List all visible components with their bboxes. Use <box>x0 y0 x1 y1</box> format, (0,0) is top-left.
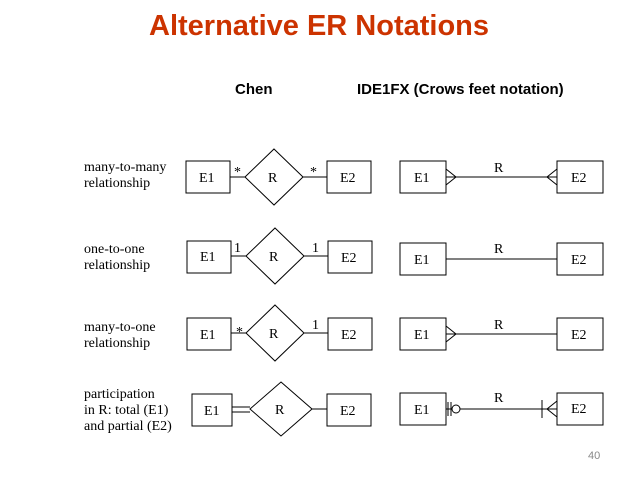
entity-e2-label: E2 <box>571 328 587 343</box>
cardinality-left: * <box>236 325 243 340</box>
slide-title: Alternative ER Notations <box>149 10 489 42</box>
relationship-label: R <box>275 403 285 418</box>
chen-one-to-one: E1 R E2 1 1 <box>186 227 373 285</box>
entity-e2-label: E2 <box>341 328 357 343</box>
entity-box-e2 <box>327 240 373 274</box>
idef-many-to-many: E1 E2 R <box>399 160 604 194</box>
idef-one-to-one: E1 E2 R <box>399 242 604 276</box>
entity-box-e1 <box>186 240 232 274</box>
entity-e2-label: E2 <box>340 404 356 419</box>
entity-e1-label: E1 <box>414 403 430 418</box>
entity-e1-label: E1 <box>204 404 220 419</box>
entity-e2-label: E2 <box>571 253 587 268</box>
relationship-label: R <box>269 250 279 265</box>
entity-e2-label: E2 <box>340 171 356 186</box>
chen-header: Chen <box>235 81 273 98</box>
idef-participation: E1 E2 R <box>399 391 604 426</box>
entity-e2-label: E2 <box>571 171 587 186</box>
chen-many-to-many: E1 R E2 * * <box>185 148 372 206</box>
idef-many-to-one: E1 E2 R <box>399 317 604 351</box>
relationship-label: R <box>269 327 279 342</box>
cardinality-right: 1 <box>312 241 319 256</box>
entity-box-e1 <box>186 317 232 351</box>
relationship-label: R <box>268 171 278 186</box>
entity-e1-label: E1 <box>414 253 430 268</box>
idef-relationship-label: R <box>494 318 504 333</box>
crows-foot-right <box>546 400 558 418</box>
cardinality-right: * <box>310 165 317 180</box>
entity-e2-label: E2 <box>341 251 357 266</box>
chen-many-to-one: E1 R E2 * 1 <box>186 304 373 362</box>
relationship-diamond <box>249 381 313 437</box>
page-number: 40 <box>588 450 601 462</box>
entity-box-e1 <box>191 393 233 427</box>
entity-e1-label: E1 <box>199 171 215 186</box>
cardinality-left: 1 <box>234 241 241 256</box>
relationship-diamond <box>244 148 304 206</box>
chen-participation: E1 R E2 <box>191 381 372 437</box>
idef-header: IDE1FX (Crows feet notation) <box>357 81 564 98</box>
relationship-diamond <box>245 227 305 285</box>
relationship-diamond <box>245 304 305 362</box>
entity-box-e2 <box>327 317 373 351</box>
cardinality-right: 1 <box>312 318 319 333</box>
crows-foot-left <box>445 168 457 186</box>
idef-relationship-label: R <box>494 242 504 257</box>
idef-relationship-label: R <box>494 391 504 406</box>
entity-e2-label: E2 <box>571 402 587 417</box>
crows-foot-left <box>445 325 457 343</box>
entity-box-e2 <box>326 160 372 194</box>
entity-e1-label: E1 <box>414 171 430 186</box>
entity-box-e2 <box>326 393 372 427</box>
entity-e1-label: E1 <box>200 250 216 265</box>
idef-relationship-label: R <box>494 161 504 176</box>
optional-circle <box>451 404 461 414</box>
entity-e1-label: E1 <box>200 328 216 343</box>
entity-e1-label: E1 <box>414 328 430 343</box>
crows-foot-right <box>546 168 558 186</box>
cardinality-left: * <box>234 165 241 180</box>
